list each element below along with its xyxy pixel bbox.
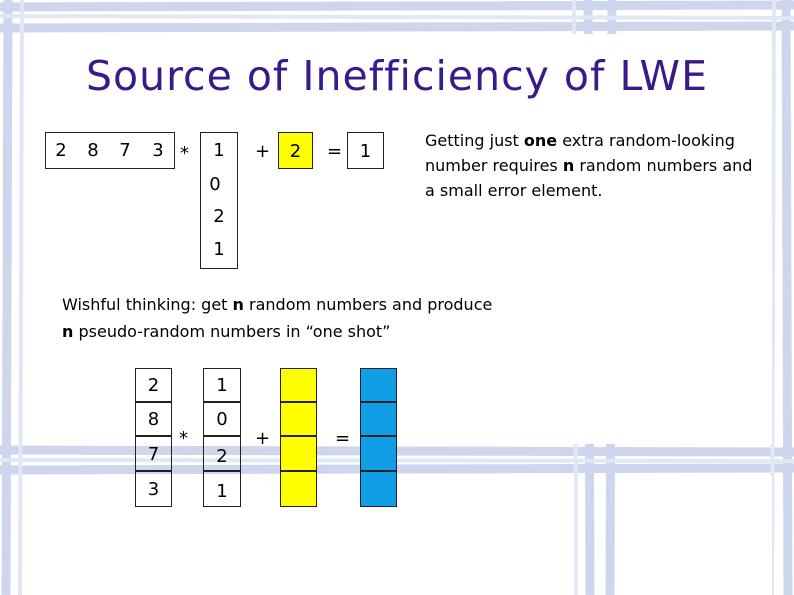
error-vector-cell	[280, 368, 317, 402]
column-vector	[200, 132, 238, 269]
matrix-cell: 3	[135, 471, 172, 507]
vector-cell: 1	[203, 368, 241, 402]
wish-line-1: Wishful thinking: get n random numbers a…	[62, 295, 493, 314]
result-vector-cell	[360, 368, 397, 402]
slide-title: Source of Inefficiency of LWE	[85, 52, 709, 100]
note-line-3: a small error element.	[425, 181, 603, 200]
column-vector-cell: 1	[213, 140, 225, 161]
note-line-1: Getting just one extra random-looking	[425, 131, 735, 150]
emphasis-n: n	[232, 295, 244, 314]
error-vector-cell	[280, 436, 317, 471]
result-vector-cell	[360, 471, 397, 507]
equals-operator: =	[335, 428, 351, 449]
matrix-cell: 8	[135, 402, 172, 436]
emphasis-n: n	[62, 322, 74, 341]
note-line-2: number requires n random numbers and	[425, 156, 753, 175]
matrix-cell: 2	[135, 368, 172, 402]
wish-line-2: n pseudo-random numbers in “one shot”	[62, 322, 391, 341]
column-vector-cell: 1	[213, 239, 225, 260]
emphasis-one: one	[523, 131, 558, 150]
result-vector-cell	[360, 402, 397, 436]
plus-operator: +	[255, 141, 271, 162]
error-element: 2	[278, 132, 313, 169]
vector-cell: 1	[203, 471, 241, 507]
equals-operator: =	[327, 141, 343, 162]
multiply-operator: *	[180, 143, 189, 164]
note-text: Getting just one extra random-looking nu…	[425, 128, 765, 203]
row-vector-cell: 3	[152, 140, 164, 161]
emphasis-n: n	[562, 156, 575, 175]
wishful-thinking-text: Wishful thinking: get n random numbers a…	[62, 291, 562, 345]
row-vector	[45, 132, 175, 169]
row-vector-cell: 8	[87, 140, 99, 161]
vector-cell: 0	[203, 402, 241, 436]
multiply-operator: *	[179, 428, 188, 449]
result-vector-cell	[360, 436, 397, 471]
column-vector-cell: 0	[209, 174, 221, 195]
vector-cell: 2	[203, 436, 241, 471]
error-vector-cell	[280, 402, 317, 436]
row-vector-cell: 7	[119, 140, 131, 161]
row-vector-cell: 2	[55, 140, 67, 161]
matrix-cell: 7	[135, 436, 172, 471]
column-vector-cell: 2	[213, 206, 225, 227]
result-element: 1	[347, 132, 384, 169]
plus-operator: +	[255, 428, 271, 449]
error-vector-cell	[280, 471, 317, 507]
